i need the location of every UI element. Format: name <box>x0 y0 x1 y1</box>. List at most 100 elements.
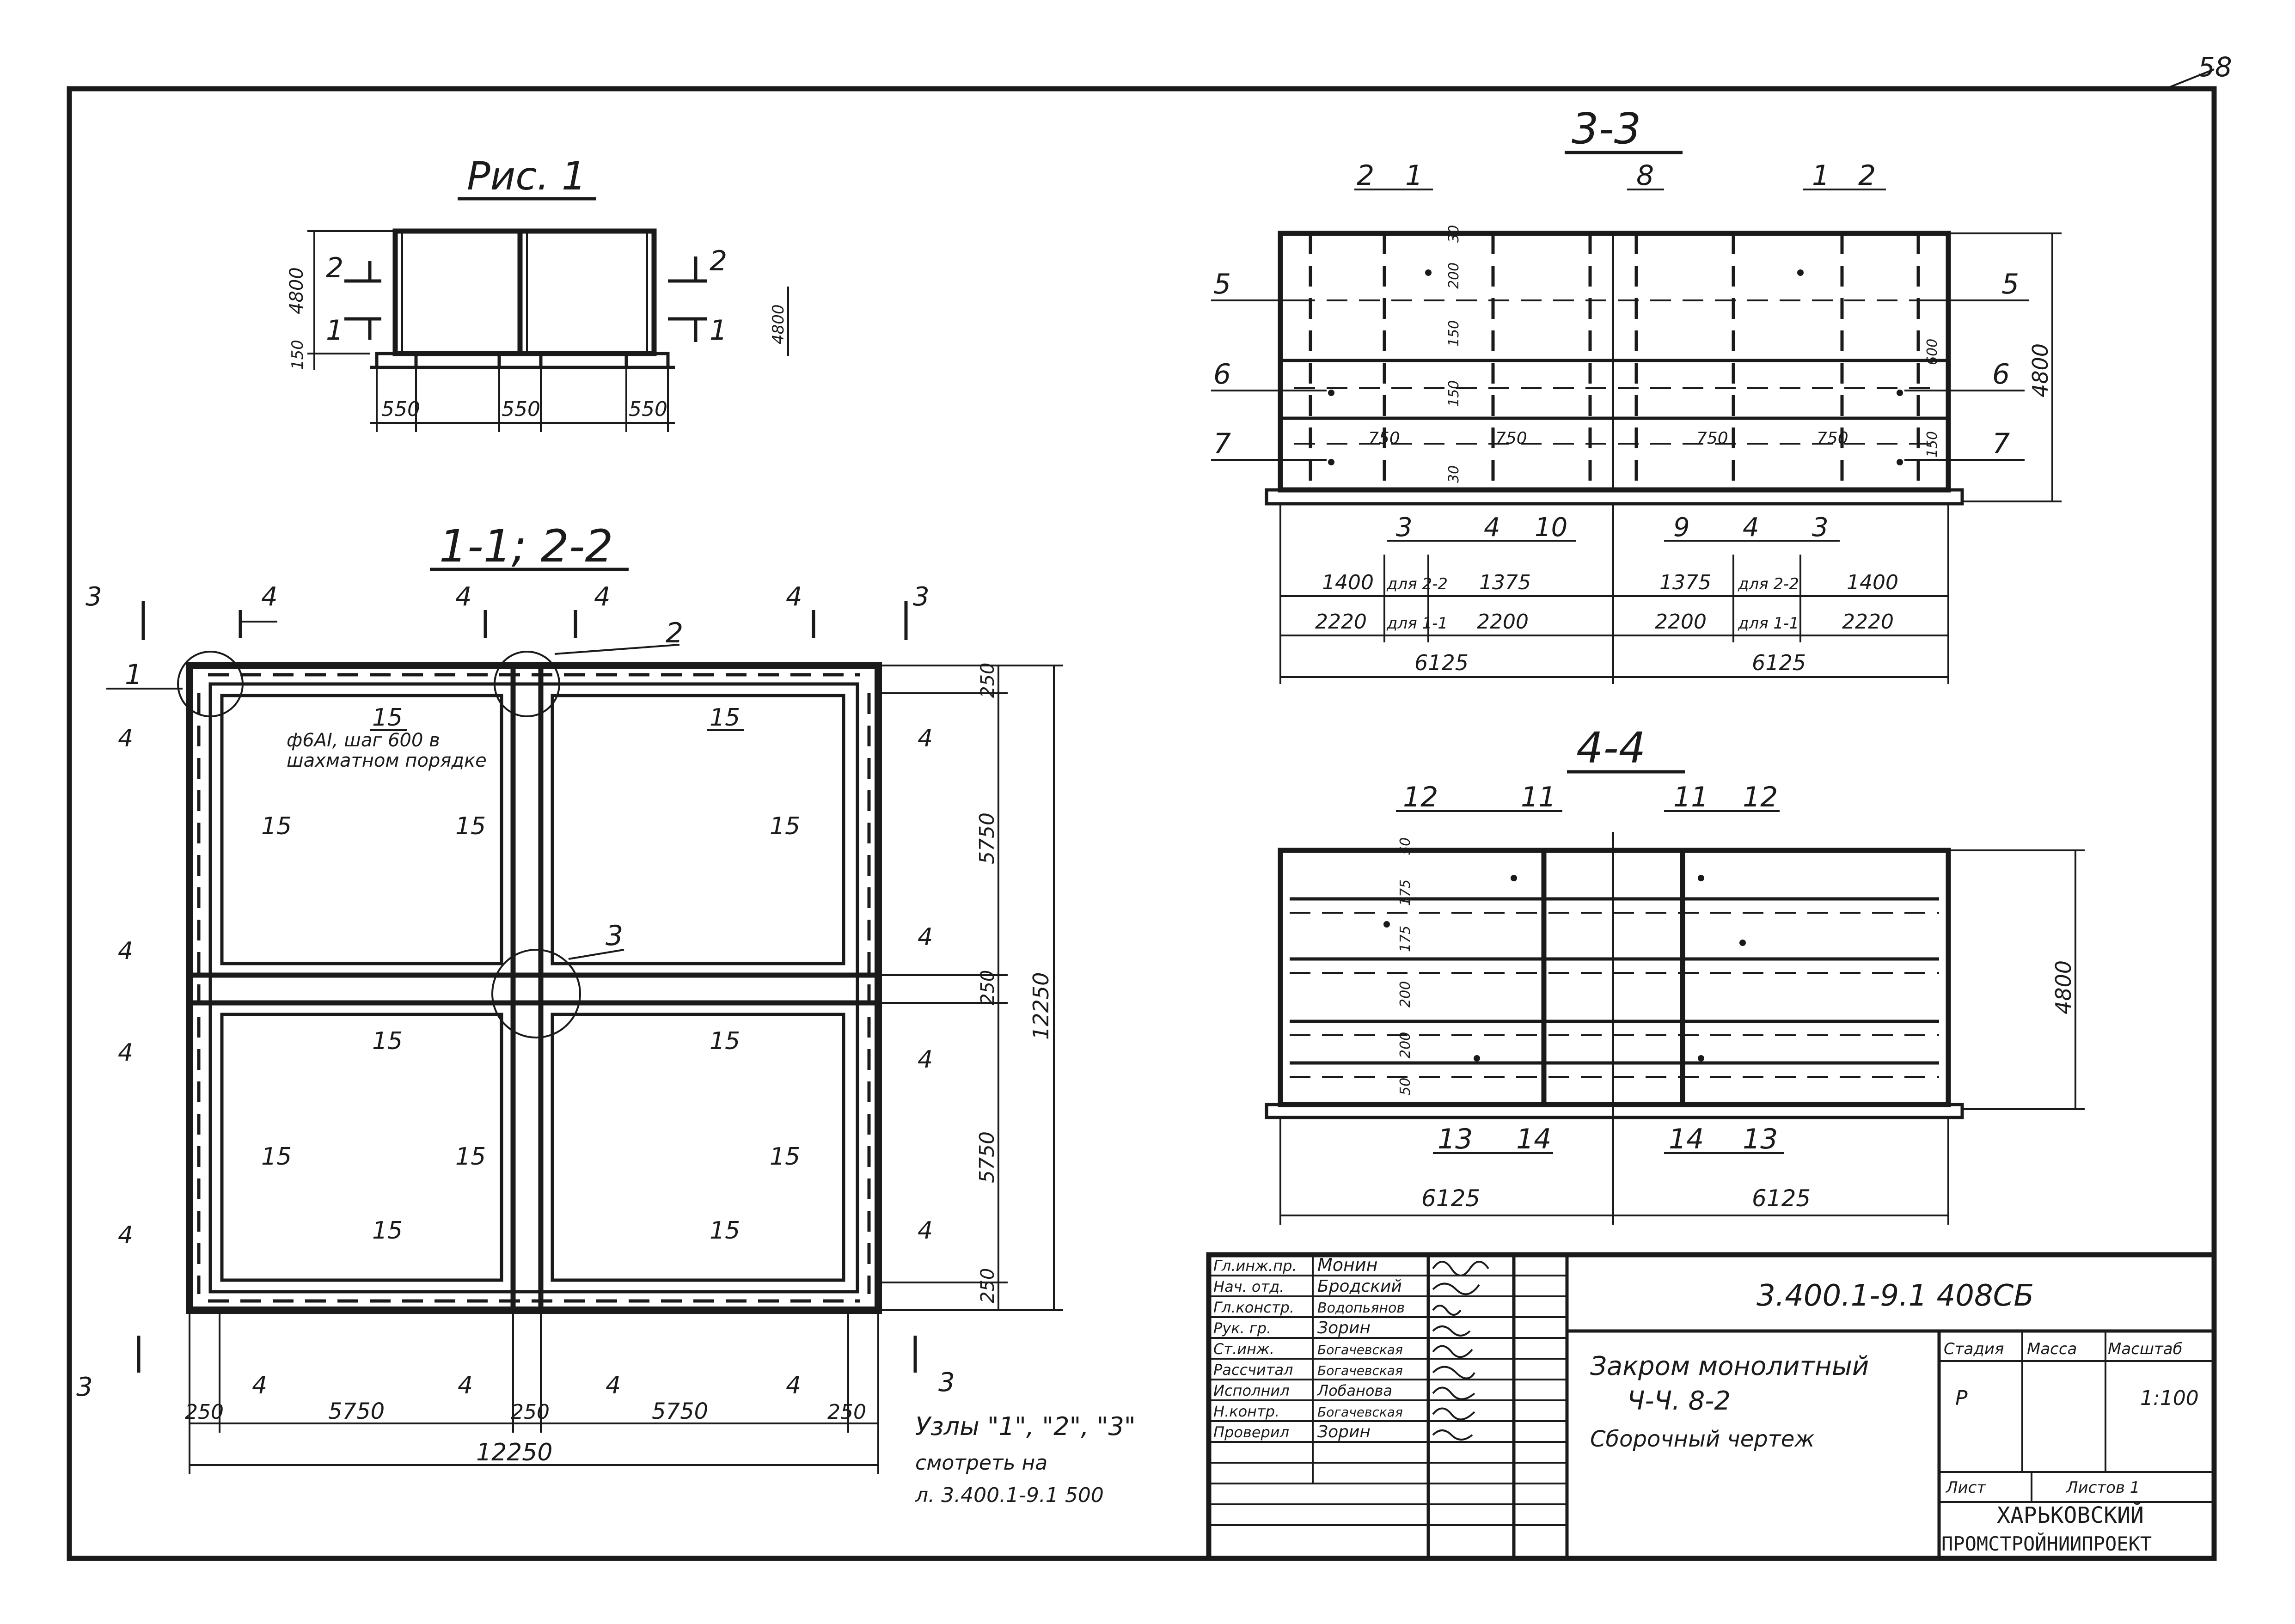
plan-section-4: 4 <box>918 725 933 752</box>
sec44-point <box>1698 1055 1704 1062</box>
sec33-row1: 1400 <box>1322 571 1374 594</box>
plan-cell <box>551 694 845 965</box>
sec33-row2: 2220 <box>1842 610 1894 634</box>
sec33-point <box>1897 390 1903 396</box>
sec44-inner-dim: 200 <box>1397 1032 1414 1058</box>
plan-item-15: 15 <box>710 1217 740 1245</box>
sec44-point <box>1698 875 1704 881</box>
sec44-width: 6125 <box>1752 1185 1811 1212</box>
plan-section-4: 4 <box>455 582 472 612</box>
plan-section-4: 4 <box>918 1046 933 1074</box>
fig1-title: Рис. 1 <box>467 153 586 199</box>
sec33-bottom-mark: 4 <box>1484 513 1500 543</box>
plan-callout-1: 1 <box>125 659 142 691</box>
sec33-top-mark: 1 <box>1812 159 1830 192</box>
signature <box>1432 1325 1471 1337</box>
plan-dim-right: 5750 <box>975 812 999 864</box>
sec33-row1: для 2-2 <box>1738 575 1799 593</box>
signature <box>1432 1407 1475 1421</box>
plan-note: ф6АI, шаг 600 в шахматном порядке <box>287 730 487 771</box>
sec44-base <box>1265 1103 1964 1119</box>
sec44-inner-dim: 175 <box>1397 926 1414 952</box>
sec33-row2: 2200 <box>1477 610 1529 634</box>
fig1-dim-height-right: 4800 <box>769 304 788 344</box>
sec33-inner-dim: 30 <box>1446 465 1462 483</box>
plan-section-4: 4 <box>918 923 933 951</box>
signature <box>1432 1345 1473 1358</box>
role-label: Гл.инж.пр. <box>1213 1257 1297 1275</box>
plan-section-3: 3 <box>86 582 102 612</box>
plan-section-4: 4 <box>786 1372 801 1399</box>
page-number: 58 <box>2198 51 2232 83</box>
fig1-mark-left2: 1 <box>326 314 343 347</box>
sec33-side-mark: 6 <box>1213 358 1231 391</box>
role-label: Исполнил <box>1213 1382 1290 1399</box>
plan-dim-right: 5750 <box>975 1131 999 1183</box>
role-label: Ст.инж. <box>1213 1340 1274 1358</box>
sec33-row2: 2220 <box>1315 610 1367 634</box>
fig1-dim-base: 150 <box>288 340 307 370</box>
sec33-inner-dim: 600 <box>1924 339 1940 365</box>
sec33-row3: 6125 <box>1752 650 1806 675</box>
plan-cell <box>220 694 503 965</box>
scale-value: 1:100 <box>2140 1386 2199 1410</box>
drawing-name-3: Сборочный чертеж <box>1590 1426 1815 1452</box>
role-name: Лобанова <box>1317 1382 1392 1399</box>
nodes-note-line2: смотреть на <box>915 1451 1047 1475</box>
sec33-point <box>1797 269 1804 276</box>
role-name: Богачевская <box>1317 1404 1403 1420</box>
sec44-inner-dim: 50 <box>1397 837 1414 855</box>
sec33-side-mark: 5 <box>1213 268 1231 300</box>
plan-dim-bottom: 250 <box>827 1400 866 1424</box>
hdr-scale: Масштаб <box>2108 1340 2183 1358</box>
role-name: Монин <box>1317 1255 1377 1275</box>
plan-cross-wall-v <box>510 663 544 1313</box>
sec33-bottom-mark: 9 <box>1673 513 1690 543</box>
signature <box>1432 1305 1462 1316</box>
role-name: Богачевская <box>1317 1342 1403 1357</box>
org-name-2: ПРОМСТРОЙНИИПРОЕКТ <box>1941 1532 2152 1555</box>
plan-item-15: 15 <box>372 1027 403 1055</box>
fig1-width-3: 550 <box>629 397 667 421</box>
plan-section-3: 3 <box>938 1368 955 1398</box>
stage-value: Р <box>1955 1386 1968 1410</box>
sec33-row3: 6125 <box>1414 650 1469 675</box>
signature <box>1432 1429 1473 1441</box>
plan-node-circle-1 <box>177 651 244 717</box>
role-name: Бродский <box>1317 1277 1402 1296</box>
plan-item-15: 15 <box>261 812 292 840</box>
plan-section-4: 4 <box>458 1372 473 1399</box>
plan-item-15: 15 <box>372 704 403 732</box>
sec44-top-mark: 11 <box>1521 781 1556 813</box>
hdr-mass: Масса <box>2027 1340 2077 1358</box>
sec33-bottom-mark: 4 <box>1743 513 1759 543</box>
sec33-inner-dim: 150 <box>1924 431 1940 458</box>
sec33-row1: 1400 <box>1847 571 1898 594</box>
plan-cell <box>220 1013 503 1282</box>
org-name-1: ХАРЬКОВСКИЙ <box>1997 1502 2144 1528</box>
plan-item-15: 15 <box>455 812 486 840</box>
plan-cross-wall-h <box>187 972 881 1006</box>
sec44-bottom-mark: 13 <box>1743 1123 1778 1155</box>
sec33-inner-dim: 150 <box>1446 380 1462 407</box>
plan-dim-right: 250 <box>977 663 998 698</box>
sec33-row1: 1375 <box>1659 571 1711 594</box>
sec44-top-mark: 12 <box>1743 781 1778 813</box>
sec33-title: 3-3 <box>1572 104 1641 153</box>
sec44-width: 6125 <box>1421 1185 1480 1212</box>
plan-callout-2: 2 <box>666 617 683 649</box>
title-block: Гл.инж.пр. Монин Нач. отд. Бродский Гл.к… <box>1206 1252 2217 1561</box>
plan-item-15: 15 <box>770 1143 800 1171</box>
sec33-row2: для 1-1 <box>1386 614 1448 633</box>
plan-section-4: 4 <box>252 1372 267 1399</box>
sec33-bottom-mark: 3 <box>1396 513 1413 543</box>
fig1-mark-left: 2 <box>326 252 343 284</box>
sec44-inner-dim: 50 <box>1397 1078 1414 1095</box>
plan-cell <box>551 1013 845 1282</box>
plan-dim-bottom: 5750 <box>652 1398 708 1424</box>
sec33-point <box>1328 459 1334 465</box>
sec33-inner-dim: 750 <box>1696 429 1728 448</box>
role-label: Рук. гр. <box>1213 1319 1271 1337</box>
plan-dim-bottom: 5750 <box>328 1398 385 1424</box>
